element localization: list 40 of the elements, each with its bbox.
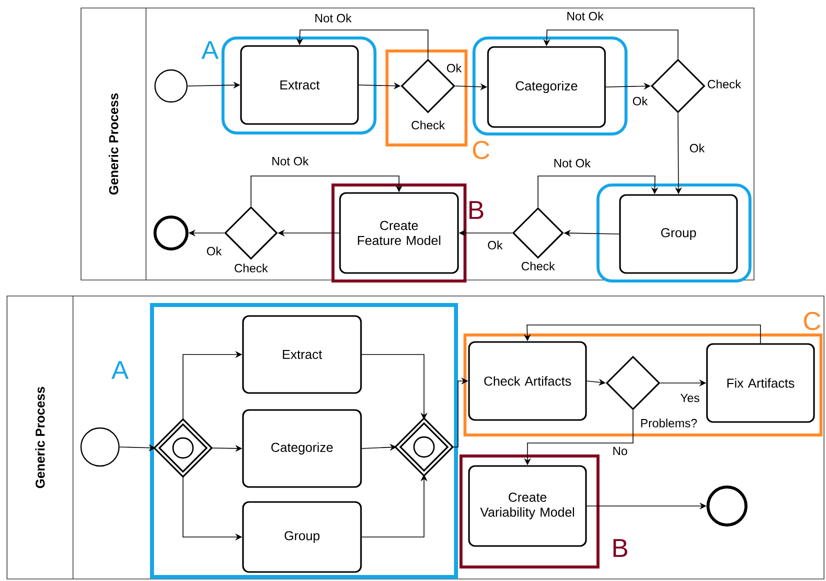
edge-label: No: [611, 446, 629, 456]
task-box: Categorize: [487, 46, 606, 128]
edge-label: Yes: [679, 392, 701, 404]
arrow: [250, 176, 403, 207]
gateway-label: Check: [522, 262, 555, 270]
edge-label: Ok: [688, 142, 706, 154]
group-letter: A: [201, 41, 219, 59]
gateway-label: Check: [708, 80, 742, 88]
end-event-circle: [154, 216, 188, 250]
task-box: Group: [619, 194, 738, 274]
group-letter: C: [472, 140, 490, 160]
edge-label: Ok: [445, 62, 463, 74]
task-box: Extract: [240, 45, 359, 125]
task-box: Extract: [242, 315, 362, 394]
edge-label: Ok: [486, 240, 504, 250]
start-event-circle: [154, 69, 188, 103]
start-event-circle: [80, 427, 120, 467]
edge-label: Not Ok: [565, 10, 605, 22]
group-letter: A: [111, 361, 129, 379]
gateway-label: Check: [234, 264, 268, 272]
edge-label: Not Ok: [313, 12, 353, 24]
task-box: Create Variability Model: [468, 465, 587, 547]
group-letter: B: [470, 201, 484, 219]
task-box: Categorize: [242, 409, 362, 488]
task-box: Fix Artifacts: [706, 343, 815, 423]
edge-label: Not Ok: [270, 156, 310, 166]
edge-label: Not Ok: [552, 158, 592, 168]
arrow: [538, 176, 658, 208]
end-event-circle: [706, 486, 748, 526]
gateway-label: Problems?: [641, 418, 697, 428]
task-box: Group: [242, 501, 362, 573]
task-box: Check Artifacts: [468, 341, 587, 421]
gateway-label: Check: [412, 120, 445, 130]
edge-label: Ok: [205, 246, 223, 256]
highlight-frame: [472, 36, 628, 136]
highlight-frame: [596, 184, 752, 282]
group-letter: B: [614, 539, 628, 557]
task-box: Create Feature Model: [339, 192, 459, 274]
edge-label: Ok: [631, 96, 649, 106]
group-letter: C: [804, 312, 820, 330]
